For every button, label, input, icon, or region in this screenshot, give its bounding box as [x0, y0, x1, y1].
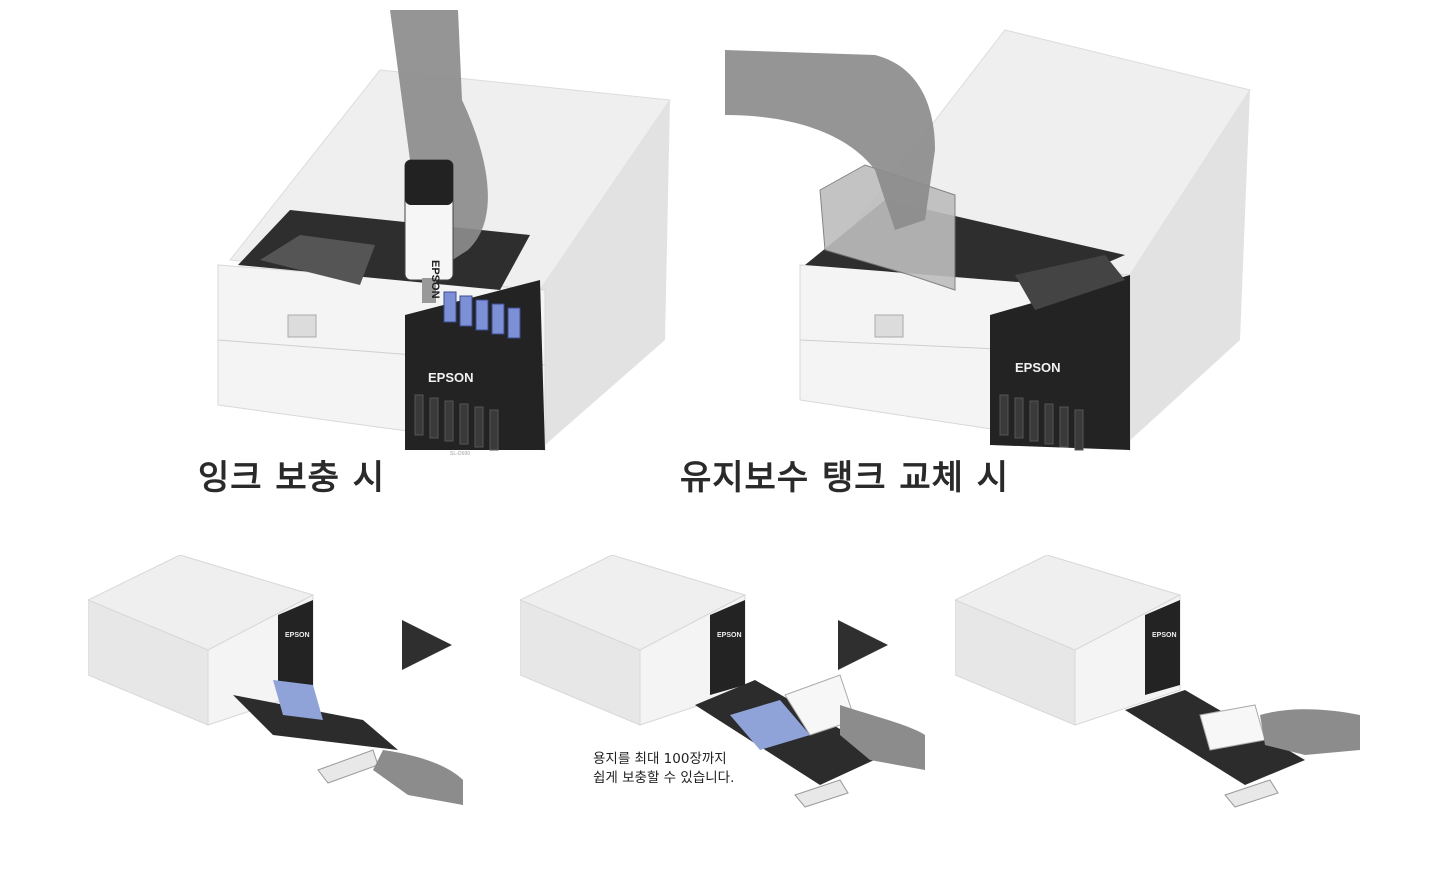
printer-ink-refill-graphic: EPSON SL-D500 EPSON: [217, 10, 671, 457]
printer-brand-label: EPSON: [1015, 360, 1061, 375]
ink-refill-illustration: EPSON SL-D500 EPSON: [200, 10, 680, 460]
paper-note-line-2: 쉽게 보충할 수 있습니다.: [593, 770, 735, 786]
paper-note-line-1: 용지를 최대 100장까지: [593, 751, 727, 767]
paper-inserted-graphic: EPSON: [953, 554, 1360, 808]
printer-model-label: SL-D500: [450, 451, 470, 457]
bottle-brand-label: EPSON: [429, 260, 441, 299]
hand-shape: [390, 10, 488, 268]
printer-maintenance-graphic: EPSON: [725, 29, 1251, 451]
paper-loading-graphic: EPSON: [518, 554, 925, 808]
printer-brand-label: EPSON: [717, 632, 742, 639]
step-arrow-icon: [402, 620, 452, 670]
ink-refill-caption: 잉크 보충 시: [198, 458, 386, 498]
paper-step-2-illustration: EPSON: [518, 554, 925, 815]
printer-brand-label: EPSON: [285, 632, 310, 639]
printer-brand-label: EPSON: [428, 370, 474, 385]
hand-shape: [725, 50, 935, 230]
paper-step-3-illustration: EPSON: [953, 554, 1360, 815]
paper-capacity-note: 용지를 최대 100장까지 쉽게 보충할 수 있습니다.: [593, 750, 734, 788]
paper-tray-open-graphic: EPSON: [86, 554, 463, 805]
step-arrow-icon: [838, 620, 888, 670]
paper-step-1-illustration: EPSON: [86, 554, 463, 805]
printer-brand-label: EPSON: [1152, 632, 1177, 639]
maintenance-tank-caption: 유지보수 탱크 교체 시: [680, 458, 1010, 498]
maintenance-tank-illustration: EPSON: [725, 20, 1260, 470]
